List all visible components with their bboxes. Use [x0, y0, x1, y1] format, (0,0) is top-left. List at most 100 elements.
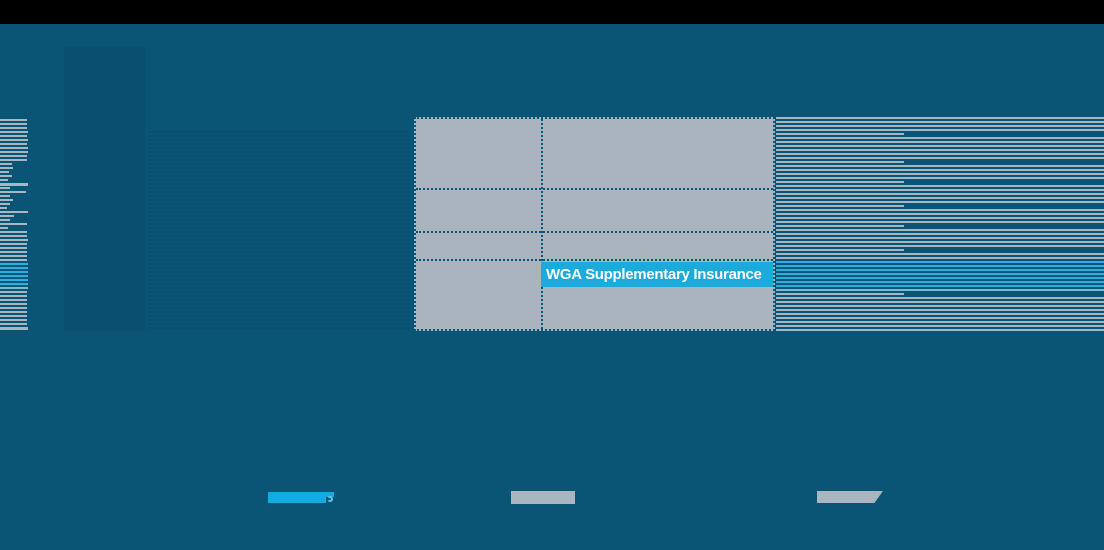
table-cell-r3c2[interactable] — [541, 231, 773, 259]
text-line — [776, 309, 1104, 311]
text-line — [148, 259, 410, 261]
text-line — [0, 215, 14, 217]
text-line — [0, 155, 27, 157]
text-line — [0, 319, 27, 321]
table-cell-r3c1[interactable] — [416, 231, 541, 259]
text-line — [148, 327, 410, 329]
table-cell-r2c1[interactable] — [416, 188, 541, 231]
text-line — [148, 279, 410, 281]
text-line — [148, 315, 410, 317]
text-line — [0, 231, 27, 233]
text-line — [776, 149, 1104, 151]
text-line — [776, 329, 1104, 331]
text-line — [148, 187, 410, 189]
text-line — [148, 163, 410, 165]
coverage-table: WGA Supplementary Insurance — [414, 117, 775, 331]
text-line — [0, 263, 28, 265]
text-line — [776, 141, 1104, 143]
text-line — [148, 151, 410, 153]
text-line — [0, 123, 27, 125]
table-cell-r1c1[interactable] — [416, 119, 541, 188]
text-line — [0, 323, 27, 325]
text-line — [148, 275, 410, 277]
table-cell-r2c2[interactable] — [541, 188, 773, 231]
text-line — [148, 307, 410, 309]
text-line — [776, 153, 1104, 155]
text-line — [148, 147, 410, 149]
text-line — [776, 269, 1104, 271]
text-line — [148, 171, 410, 173]
text-line — [0, 223, 27, 225]
text-line — [776, 257, 1104, 259]
text-line — [148, 179, 410, 181]
top-bar — [0, 0, 1104, 24]
text-line — [0, 279, 28, 281]
text-line — [0, 287, 28, 289]
text-line — [148, 323, 410, 325]
text-line — [0, 227, 8, 229]
highlighted-menu-item-label: WGA Supplementary Insurance — [546, 266, 762, 283]
text-line — [0, 119, 27, 121]
text-line — [776, 173, 1104, 175]
text-line — [148, 215, 410, 217]
text-line — [0, 143, 27, 145]
text-line — [148, 139, 410, 141]
text-line — [148, 255, 410, 257]
text-line — [0, 275, 28, 277]
text-line — [0, 131, 28, 133]
text-line — [0, 139, 28, 141]
text-line — [148, 287, 410, 289]
text-line — [0, 307, 27, 309]
text-line — [148, 211, 410, 213]
text-line — [148, 283, 410, 285]
text-line — [0, 183, 28, 186]
text-line — [148, 295, 410, 297]
text-line — [776, 301, 1104, 303]
table-cell-r1c2[interactable] — [541, 119, 773, 188]
text-line — [776, 285, 1104, 287]
text-line — [148, 191, 410, 193]
text-line — [776, 205, 904, 207]
text-line — [776, 313, 1104, 315]
text-line — [0, 219, 10, 221]
text-line — [0, 191, 26, 193]
text-line — [776, 165, 1104, 167]
text-line — [776, 117, 1104, 119]
text-line — [776, 213, 1104, 215]
highlighted-menu-item[interactable]: WGA Supplementary Insurance — [541, 262, 773, 287]
text-line — [0, 271, 28, 273]
text-line — [776, 221, 1104, 223]
text-line — [0, 195, 10, 197]
text-line — [0, 235, 27, 237]
text-line — [776, 237, 1104, 239]
text-line — [776, 281, 1104, 283]
text-line — [148, 183, 410, 185]
text-line — [148, 155, 410, 157]
text-line — [148, 175, 410, 177]
table-cell-r4c1[interactable] — [416, 259, 541, 329]
text-line — [148, 243, 410, 245]
text-line — [0, 135, 27, 137]
text-line — [148, 167, 410, 169]
text-line — [776, 177, 1104, 179]
text-line — [148, 271, 410, 273]
text-line — [0, 303, 27, 305]
text-line — [776, 241, 1104, 243]
footer-link-bar[interactable] — [268, 492, 334, 503]
text-line — [148, 207, 410, 209]
text-line — [776, 125, 1104, 127]
text-line — [776, 233, 1104, 235]
text-line — [0, 179, 8, 181]
text-line — [0, 187, 10, 189]
text-line — [148, 299, 410, 301]
text-line — [0, 251, 27, 253]
text-line — [776, 201, 1104, 203]
text-line — [776, 229, 1104, 231]
link-glyph-icon — [327, 496, 333, 502]
text-line — [776, 249, 904, 251]
text-line — [776, 197, 1104, 199]
text-line — [776, 193, 1104, 195]
text-line — [0, 315, 27, 317]
text-line — [776, 189, 1104, 191]
